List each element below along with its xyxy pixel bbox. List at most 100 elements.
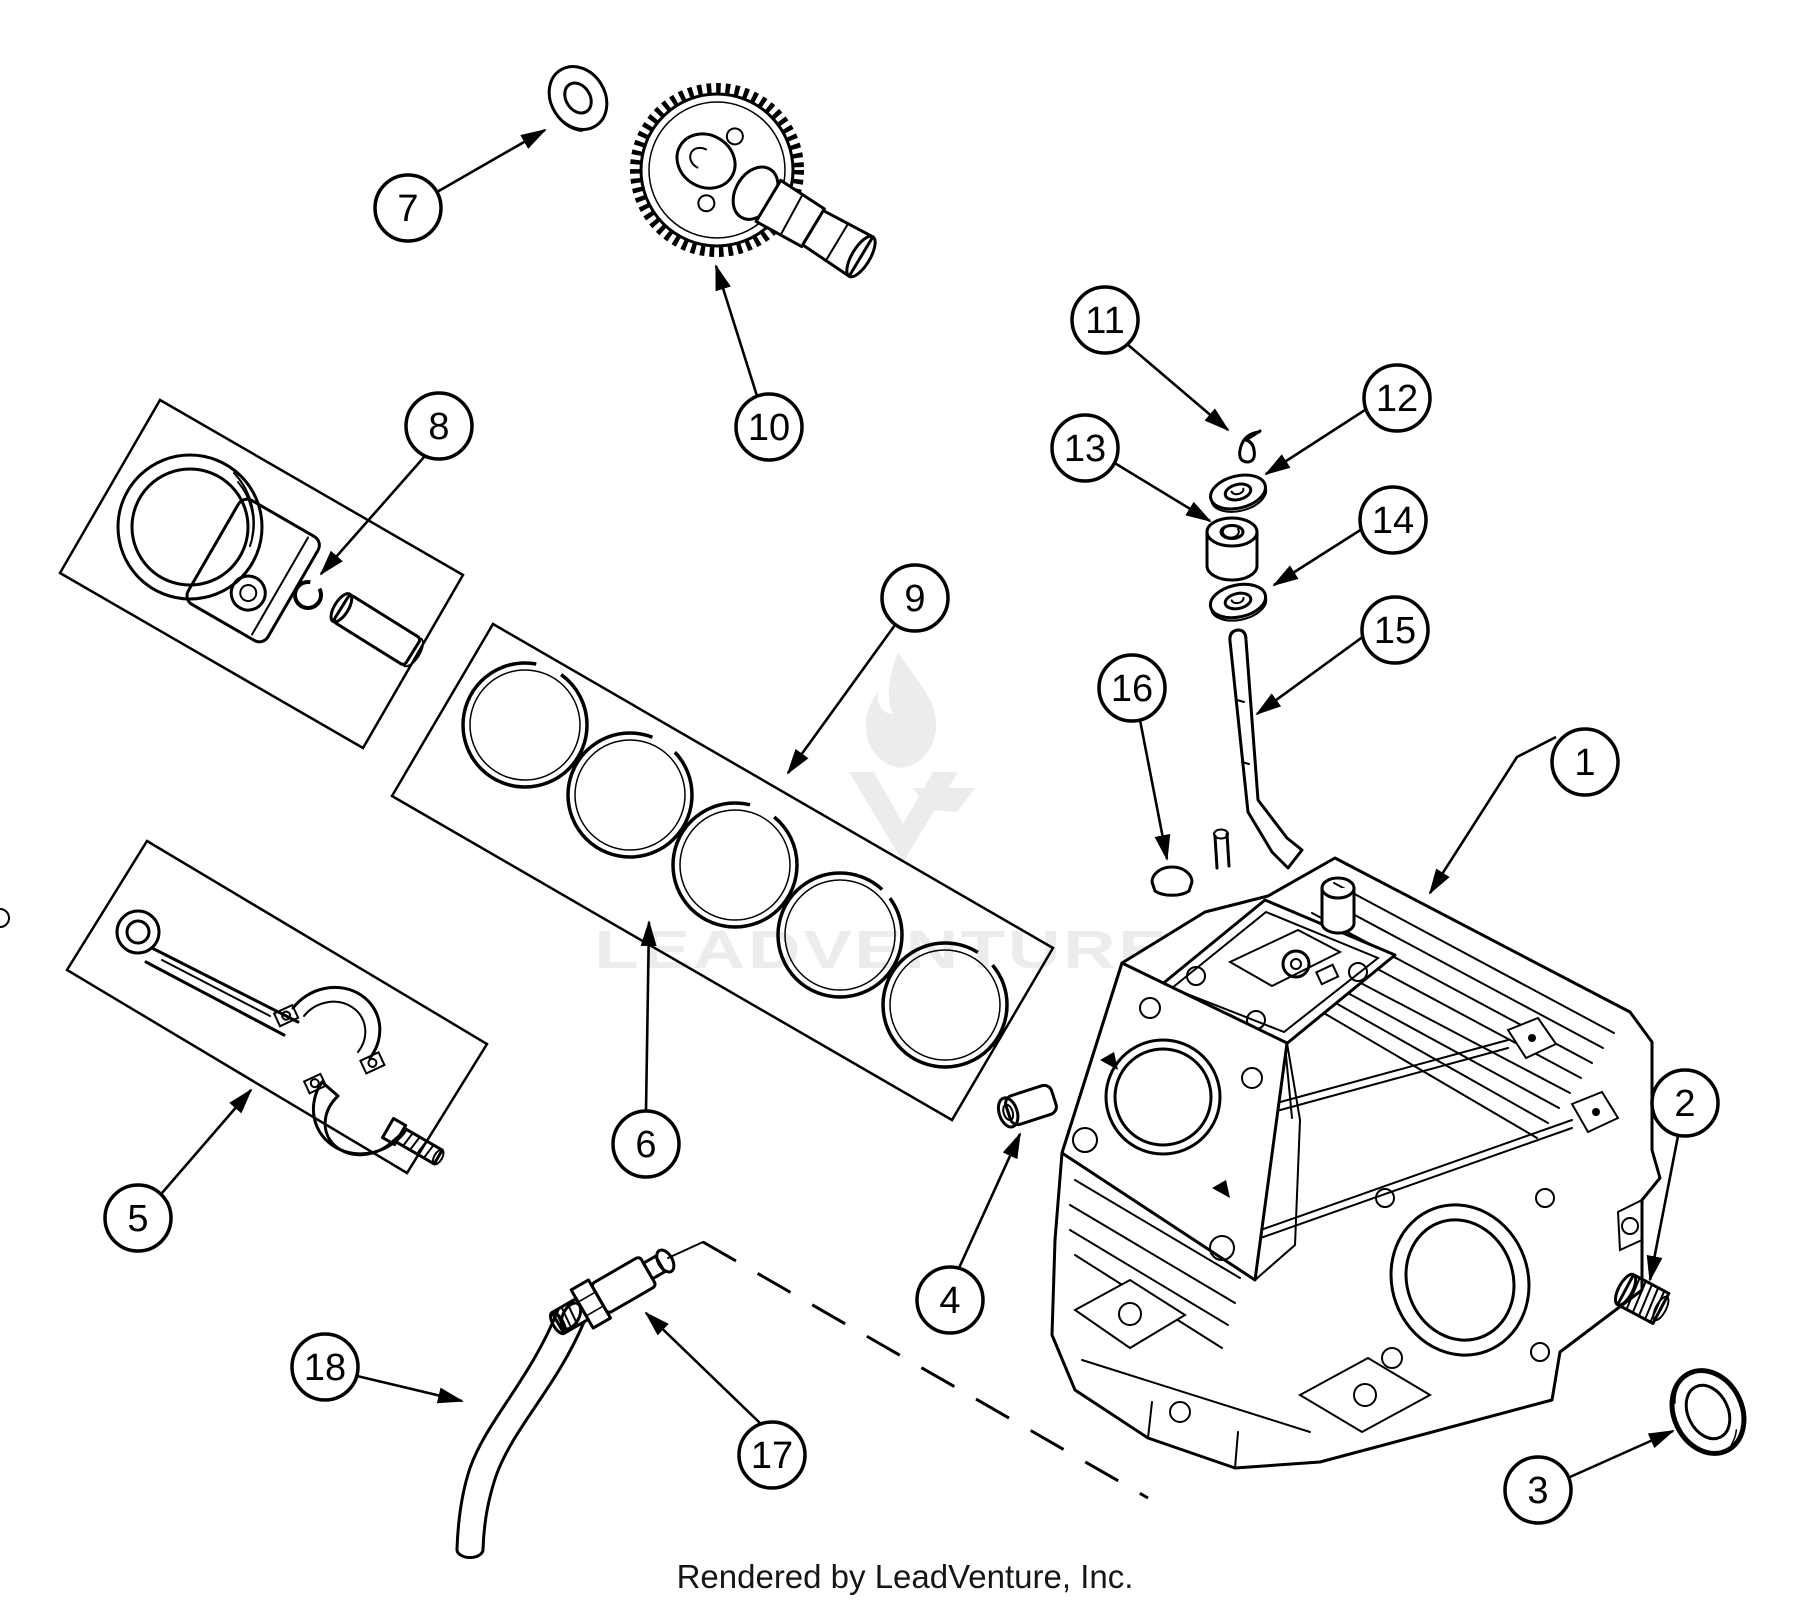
- callout-balloon[interactable]: [734, 392, 804, 462]
- callout-11-cotter-pin[interactable]: 11: [1070, 285, 1230, 432]
- callout-leader-arrow: [640, 920, 657, 1112]
- callout-leader-arrow: [319, 455, 426, 576]
- callout-leader-arrow: [1264, 408, 1366, 476]
- callout-balloon[interactable]: [1050, 413, 1120, 483]
- callout-number: 7: [397, 188, 418, 230]
- callout-balloon[interactable]: [404, 391, 474, 461]
- connecting-rod-illustration: [115, 909, 445, 1166]
- callout-number: 13: [1064, 428, 1106, 470]
- callout-leader-arrow: [436, 128, 547, 194]
- mounting-feet: [1073, 1278, 1433, 1469]
- callout-3-oil-seal[interactable]: 3: [1503, 1429, 1675, 1525]
- callout-balloon[interactable]: [1070, 285, 1140, 355]
- governor-spacer-illustration: [1205, 516, 1259, 582]
- piston-ring: [881, 941, 1009, 1069]
- callout-leader-arrow: [161, 1088, 253, 1194]
- callout-leader-arrow: [1646, 1135, 1680, 1282]
- callout-balloon[interactable]: [1097, 653, 1167, 723]
- piston-pin-retainer-illustration: [293, 580, 323, 610]
- callout-number: 14: [1372, 500, 1414, 542]
- oil-seal-illustration: [1669, 1368, 1747, 1456]
- callout-number: 16: [1111, 668, 1153, 710]
- cap-illustration: [1150, 865, 1194, 897]
- callout-17-fuel-drain-valve[interactable]: 17: [644, 1311, 807, 1490]
- callout-number: 10: [748, 407, 790, 449]
- callout-number: 2: [1674, 1083, 1695, 1125]
- callout-18-drain-hose[interactable]: 18: [290, 1332, 464, 1404]
- drain-hose-illustration: [455, 1301, 586, 1559]
- callout-balloon[interactable]: [1650, 1068, 1720, 1138]
- dowel-pin-illustration: [996, 1083, 1058, 1129]
- piston-ring: [776, 871, 904, 999]
- camshaft-illustration: [630, 83, 877, 279]
- governor-washer-upper-illustration: [1209, 473, 1268, 513]
- callout-leader-arrow: [1126, 343, 1230, 432]
- callout-balloon[interactable]: [737, 1420, 807, 1490]
- callout-leader-arrow: [1569, 1429, 1675, 1479]
- callout-balloon[interactable]: [915, 1265, 985, 1335]
- head-gasket-surface: [1060, 961, 1302, 1282]
- piston-group-box: [58, 398, 465, 750]
- callout-balloon[interactable]: [1503, 1455, 1573, 1525]
- watermark-text: LEADVENTURE: [595, 920, 1170, 980]
- drain-plug-illustration: [1613, 1272, 1671, 1325]
- callout-balloon[interactable]: [290, 1332, 360, 1402]
- callout-balloon[interactable]: [373, 173, 443, 243]
- callout-12-governor-washer-upper[interactable]: 12: [1264, 363, 1432, 476]
- piston-pin-illustration: [329, 592, 424, 668]
- piston-illustration: [116, 453, 321, 644]
- callout-14-governor-washer-lower[interactable]: 14: [1272, 485, 1428, 587]
- callout-number: 18: [304, 1347, 346, 1389]
- callout-number: 9: [904, 578, 925, 620]
- callout-balloon[interactable]: [611, 1109, 681, 1179]
- callout-leader-arrow: [356, 1374, 464, 1404]
- thrust-washer-illustration: [547, 65, 609, 132]
- connecting-rod-group-box: [65, 839, 489, 1175]
- callout-16-cap[interactable]: 16: [1097, 653, 1171, 861]
- callout-8-piston-pin-retainer[interactable]: 8: [319, 391, 474, 576]
- callout-balloon[interactable]: [1360, 595, 1430, 665]
- piston-ring: [671, 801, 799, 929]
- piston-ring: [566, 731, 694, 859]
- callout-leader-arrow: [714, 264, 759, 397]
- callout-number: 11: [1085, 300, 1124, 342]
- callout-number: 15: [1374, 610, 1416, 652]
- callout-balloon[interactable]: [103, 1183, 173, 1253]
- callout-number: 5: [127, 1198, 148, 1240]
- callout-4-dowel-pin[interactable]: 4: [915, 1132, 1022, 1335]
- cylinder-head-bolts: [1184, 1016, 1620, 1241]
- callout-13-governor-spacer[interactable]: 13: [1050, 413, 1212, 523]
- callout-2-drain-plug[interactable]: 2: [1646, 1068, 1720, 1282]
- leadventure-flame-v-logo-icon: [849, 652, 975, 862]
- top-stud-and-boss: [1213, 828, 1356, 935]
- cotter-pin-illustration: [1238, 429, 1262, 464]
- callout-balloon[interactable]: [880, 563, 950, 633]
- callout-number: 6: [635, 1124, 656, 1166]
- callout-number: 8: [428, 406, 449, 448]
- piston-ring-set-illustration: [461, 661, 1009, 1069]
- callout-6-piston-ring-box[interactable]: 6: [611, 920, 681, 1179]
- callout-9-piston-ring-set[interactable]: 9: [786, 563, 950, 775]
- governor-washer-lower-illustration: [1208, 582, 1268, 622]
- assembly-dashed-line: [667, 1240, 1149, 1500]
- callout-number: 4: [939, 1280, 960, 1322]
- callout-leader-arrow: [786, 624, 897, 775]
- callout-balloon[interactable]: [1358, 485, 1428, 555]
- callout-10-camshaft[interactable]: 10: [714, 264, 804, 462]
- callout-leader-arrow: [1255, 634, 1365, 716]
- callout-15-governor-rod[interactable]: 15: [1255, 595, 1430, 716]
- crankcase-cylinder-block-illustration: [0, 828, 1662, 1470]
- callout-balloon[interactable]: [1362, 363, 1432, 433]
- callout-number: 3: [1527, 1470, 1548, 1512]
- callout-7-thrust-washer[interactable]: 7: [373, 128, 547, 243]
- callout-balloon[interactable]: [1550, 727, 1620, 797]
- callout-1-crankcase-cylinder-block[interactable]: 1: [1428, 727, 1620, 895]
- callout-leader-arrow: [1272, 527, 1363, 587]
- callout-number: 17: [751, 1435, 793, 1477]
- render-credit: Rendered by LeadVenture, Inc.: [677, 1558, 1134, 1595]
- callout-5-connecting-rod-assembly[interactable]: 5: [103, 1088, 253, 1253]
- callout-number: 1: [1574, 742, 1595, 784]
- callout-leader-arrow: [957, 1132, 1022, 1269]
